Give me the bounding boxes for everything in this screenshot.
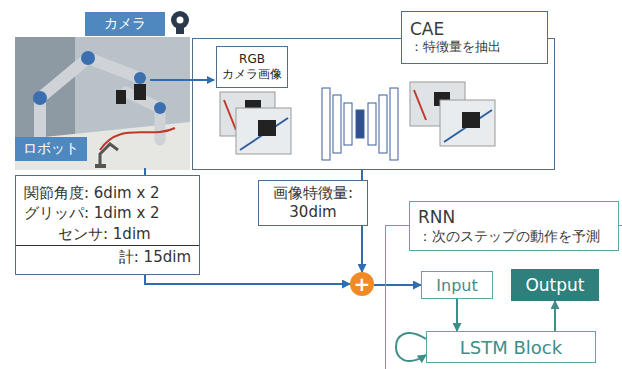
panel-subtitle: ：次のステップの動作を予測: [418, 227, 600, 245]
connector-arrow: [361, 226, 363, 272]
photo-wall: [15, 37, 190, 170]
data-box: 関節角度: 6dim x 2グリッパ: 1dim x 2センサ: 1dim 計: …: [15, 175, 200, 275]
robot-joint: [154, 102, 166, 114]
output-images: [410, 82, 495, 146]
connector-arrow: [145, 275, 350, 284]
process-box: RGB カメラ画像: [216, 46, 288, 88]
node-text: +: [354, 274, 371, 294]
robot-joint: [33, 91, 47, 105]
robot-arm: [40, 58, 140, 145]
latent-layer: [356, 110, 364, 138]
module-panel: RNN：次のステップの動作を予測InputOutputLSTM Block: [385, 225, 622, 369]
image-frame: [236, 108, 291, 154]
image-cable: [414, 90, 426, 120]
layer: [368, 103, 376, 145]
module-panel: CAE：特徴量を抽出RGB カメラ画像: [192, 38, 555, 170]
gripper: [134, 84, 146, 100]
gripper: [116, 90, 126, 104]
input-images: [220, 92, 291, 154]
node-text: グリッパ: 1dim x 2: [24, 203, 191, 223]
image-gripper: [258, 120, 276, 136]
separator-line: [16, 245, 199, 246]
layer: [390, 88, 398, 160]
node-text: センサ: 1dim: [24, 224, 191, 244]
camera-lens: [177, 17, 184, 24]
image-cable: [240, 118, 288, 150]
panel-header: CAE：特徴量を抽出: [401, 11, 548, 64]
camera-icon: [171, 11, 189, 34]
node-text: 関節角度: 6dim x 2: [24, 183, 191, 203]
node-text: 画像特徴量: 30dim: [265, 184, 361, 223]
node-text: 計: 15dim: [24, 247, 191, 267]
node-text: ロボット: [23, 140, 79, 158]
robot-icon-arm: [100, 144, 118, 166]
panel-title: RNN: [418, 207, 455, 227]
node-text: Output: [525, 275, 584, 295]
camera-arrow: [150, 79, 214, 81]
label-box: カメラ: [85, 12, 165, 36]
label-box: ロボット: [15, 137, 87, 161]
image-gripper: [462, 112, 480, 128]
connector-arrow: [361, 170, 363, 180]
camera-body: [171, 11, 189, 29]
robot-joint: [81, 51, 95, 65]
process-box: Input: [421, 271, 493, 299]
node-text: Input: [436, 276, 477, 295]
panel-header: RNN：次のステップの動作を予測: [409, 201, 619, 251]
layer: [322, 88, 330, 160]
connector-arrow: [456, 299, 458, 331]
node-text: LSTM Block: [460, 337, 562, 358]
panel-title: CAE: [410, 19, 444, 39]
layer: [379, 95, 387, 153]
node-text: RGB カメラ画像: [221, 52, 283, 82]
autoencoder: [322, 88, 398, 160]
concat-circle: +: [350, 272, 374, 296]
connector-arrow: [396, 333, 426, 361]
robot-photo: [15, 37, 190, 170]
robot-icon-base: [95, 164, 106, 168]
process-box: LSTM Block: [426, 331, 596, 363]
robot-icon: [95, 144, 118, 168]
image-frame: [440, 100, 495, 146]
robot-joint: [134, 72, 146, 84]
process-box: Output: [511, 269, 599, 301]
layer: [333, 95, 341, 153]
panel-subtitle: ：特徴量を抽出: [410, 39, 501, 56]
image-cable: [224, 100, 236, 130]
node-text: カメラ: [104, 15, 146, 33]
data-box: 画像特徴量: 30dim: [258, 180, 368, 226]
layer: [344, 103, 352, 145]
image-cable: [444, 110, 492, 142]
connector-arrow: [554, 301, 556, 331]
connector-arrow: [374, 284, 421, 286]
